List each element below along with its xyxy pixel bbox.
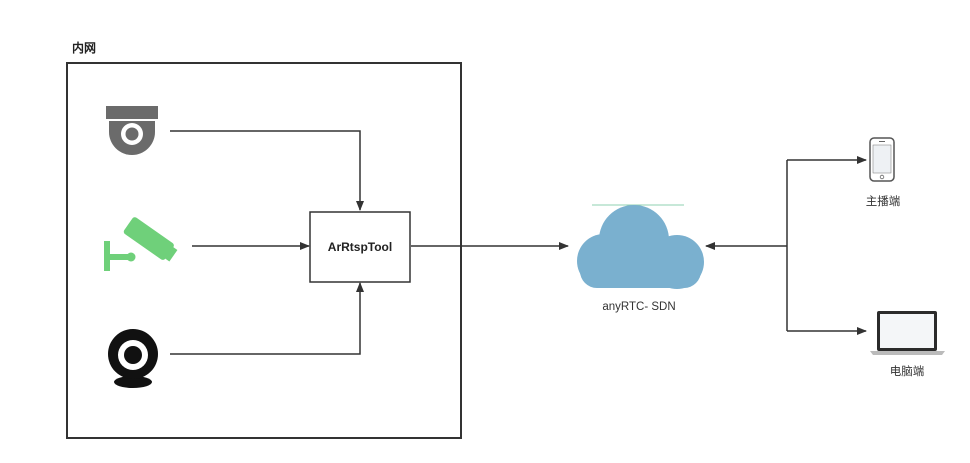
cloud-label: anyRTC- SDN <box>602 301 675 313</box>
connector-webcam-to-tool <box>170 282 364 355</box>
dome-camera-icon <box>106 106 158 155</box>
cloud-icon <box>577 204 704 289</box>
intranet-boundary <box>66 62 462 439</box>
connector-dome-to-tool <box>170 130 364 211</box>
laptop-label: 电脑端 <box>890 365 925 378</box>
tool-label: ArRtspTool <box>328 240 392 254</box>
webcam-icon <box>108 329 158 388</box>
laptop-icon <box>870 311 945 355</box>
region-label: 内网 <box>72 40 96 55</box>
tool-box <box>309 211 411 283</box>
phone-label: 主播端 <box>866 194 901 208</box>
security-camera-icon <box>104 217 178 271</box>
smartphone-icon <box>869 137 895 182</box>
